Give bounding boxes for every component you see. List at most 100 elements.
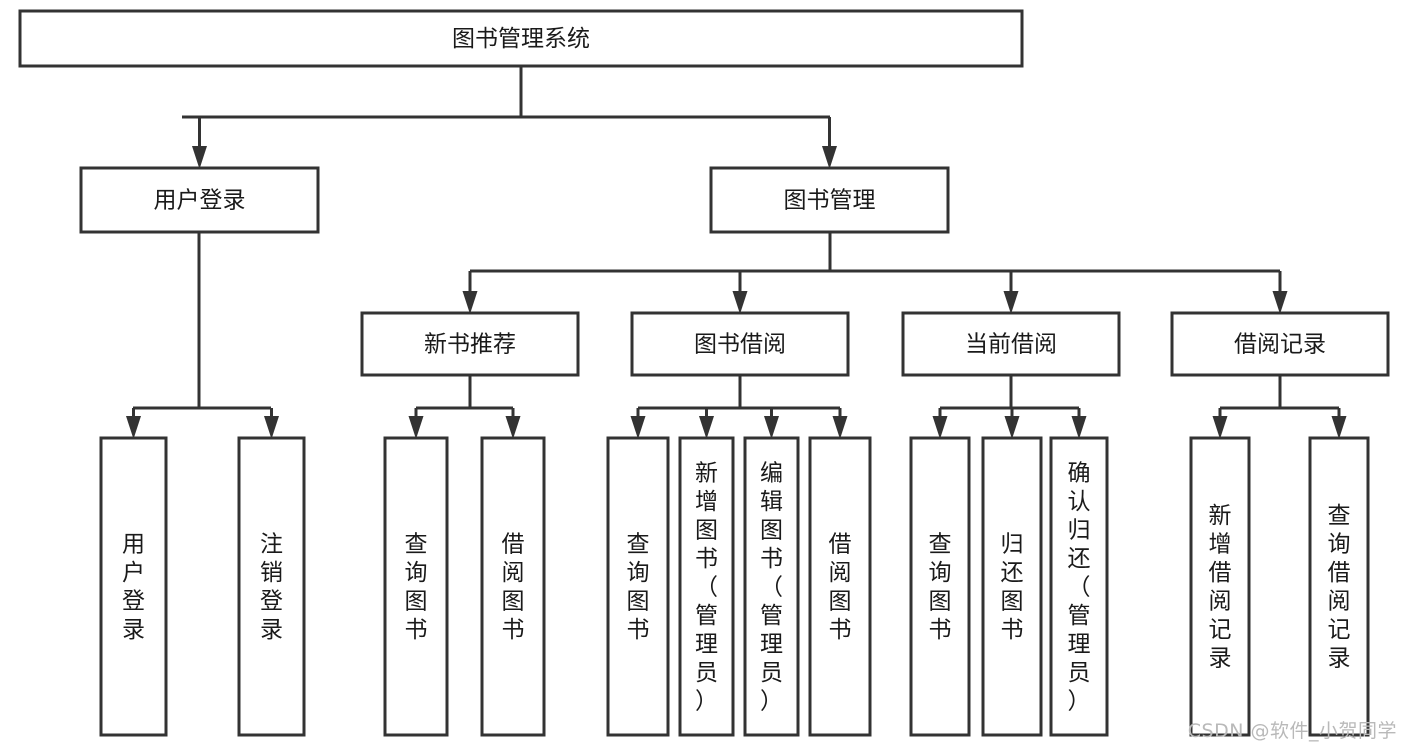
- node-box[interactable]: [237, 436, 306, 737]
- node-box[interactable]: [909, 436, 971, 737]
- arrow-head-icon: [126, 416, 141, 439]
- edge-book-borrow-to-leaf-edit-book: [764, 408, 779, 439]
- node-box[interactable]: [99, 436, 168, 737]
- connector-group: [416, 375, 513, 410]
- arrow-head-icon: [505, 416, 521, 439]
- node-user-login[interactable]: 用户登录: [79, 166, 320, 234]
- connector-group: [182, 66, 830, 119]
- edge-book-manage-to-borrow-record: [1272, 271, 1288, 314]
- arrow-head-icon: [1272, 291, 1288, 314]
- node-box[interactable]: [678, 436, 735, 737]
- node-leaf-query-book-cb[interactable]: 查询图书: [909, 436, 971, 737]
- node-leaf-user-login[interactable]: 用户登录: [99, 436, 168, 737]
- node-label: 图书管理: [784, 188, 876, 214]
- edge-root-to-book-manage: [822, 117, 837, 169]
- node-leaf-borrow-book-rec[interactable]: 借阅图书: [480, 436, 546, 737]
- node-current-borrow[interactable]: 当前借阅: [901, 311, 1121, 377]
- node-label: 新书推荐: [424, 332, 516, 358]
- arrow-head-icon: [630, 416, 646, 439]
- edge-current-borrow-to-leaf-return-book: [1004, 408, 1020, 439]
- arrow-head-icon: [832, 416, 848, 439]
- node-label: 归还图书: [1001, 532, 1024, 644]
- arrow-head-icon: [1071, 416, 1087, 439]
- node-box[interactable]: [480, 436, 546, 737]
- node-box[interactable]: [1189, 436, 1251, 737]
- edge-borrow-record-to-leaf-query-record: [1331, 408, 1347, 439]
- node-label: 编辑图书（管理员）: [760, 460, 783, 714]
- node-root[interactable]: 图书管理系统: [18, 9, 1024, 68]
- node-book-borrow[interactable]: 图书借阅: [630, 311, 850, 377]
- node-box[interactable]: [808, 436, 872, 737]
- node-box[interactable]: [743, 436, 800, 737]
- connector-group: [133, 232, 271, 410]
- node-leaf-add-record[interactable]: 新增借阅记录: [1189, 436, 1251, 737]
- node-leaf-query-book-rec[interactable]: 查询图书: [383, 436, 449, 737]
- node-box[interactable]: [1170, 311, 1390, 377]
- edge-book-borrow-to-leaf-query-book-bb: [630, 408, 646, 439]
- arrow-head-icon: [1003, 291, 1019, 314]
- node-box[interactable]: [1308, 436, 1370, 737]
- arrow-head-icon: [462, 291, 478, 314]
- node-box[interactable]: [383, 436, 449, 737]
- node-label: 图书借阅: [694, 332, 786, 358]
- arrow-head-icon: [192, 146, 207, 169]
- edge-book-borrow-to-leaf-borrow-book-bb: [832, 408, 848, 439]
- connector-group: [638, 375, 840, 410]
- connector-group: [940, 375, 1079, 410]
- node-leaf-logout[interactable]: 注销登录: [237, 436, 306, 737]
- edge-user-login-to-leaf-user-login: [126, 408, 141, 439]
- edge-new-book-rec-to-leaf-borrow-book-rec: [505, 408, 521, 439]
- node-leaf-add-book[interactable]: 新增图书（管理员）: [678, 436, 735, 737]
- edge-book-manage-to-new-book-rec: [462, 271, 478, 314]
- node-box[interactable]: [79, 166, 320, 234]
- csdn-watermark: CSDN @软件_小贺同学: [1187, 720, 1397, 742]
- node-leaf-query-record[interactable]: 查询借阅记录: [1308, 436, 1370, 737]
- connector-layer: [126, 66, 1347, 439]
- node-label: 用户登录: [122, 532, 145, 644]
- node-box[interactable]: [18, 9, 1024, 68]
- node-label: 当前借阅: [965, 332, 1057, 358]
- arrow-head-icon: [932, 416, 948, 439]
- arrow-head-icon: [1004, 416, 1020, 439]
- connector-group: [470, 232, 1280, 273]
- node-leaf-confirm-return[interactable]: 确认归还（管理员）: [1049, 436, 1109, 737]
- arrow-head-icon: [732, 291, 748, 314]
- node-label: 注销登录: [260, 532, 283, 644]
- edge-book-borrow-to-leaf-add-book: [699, 408, 714, 439]
- edge-user-login-to-leaf-logout: [264, 408, 279, 439]
- node-box[interactable]: [981, 436, 1043, 737]
- node-box[interactable]: [1049, 436, 1109, 737]
- edge-new-book-rec-to-leaf-query-book-rec: [408, 408, 424, 439]
- node-new-book-rec[interactable]: 新书推荐: [360, 311, 580, 377]
- arrow-head-icon: [1331, 416, 1347, 439]
- node-label: 用户登录: [154, 188, 246, 214]
- node-box[interactable]: [606, 436, 670, 737]
- node-box[interactable]: [709, 166, 950, 234]
- node-leaf-borrow-book-bb[interactable]: 借阅图书: [808, 436, 872, 737]
- node-box[interactable]: [360, 311, 580, 377]
- edge-book-manage-to-book-borrow: [732, 271, 748, 314]
- arrow-head-icon: [764, 416, 779, 439]
- node-layer: 图书管理系统用户登录图书管理新书推荐图书借阅当前借阅借阅记录用户登录注销登录查询…: [18, 9, 1390, 737]
- node-leaf-edit-book[interactable]: 编辑图书（管理员）: [743, 436, 800, 737]
- arrow-head-icon: [408, 416, 424, 439]
- arrow-head-icon: [822, 146, 837, 169]
- node-box[interactable]: [901, 311, 1121, 377]
- node-book-manage[interactable]: 图书管理: [709, 166, 950, 234]
- node-borrow-record[interactable]: 借阅记录: [1170, 311, 1390, 377]
- node-leaf-query-book-bb[interactable]: 查询图书: [606, 436, 670, 737]
- arrow-head-icon: [1212, 416, 1228, 439]
- node-label: 新增图书（管理员）: [695, 460, 718, 714]
- node-leaf-return-book[interactable]: 归还图书: [981, 436, 1043, 737]
- node-box[interactable]: [630, 311, 850, 377]
- edge-book-manage-to-current-borrow: [1003, 271, 1019, 314]
- node-label: 查询图书: [405, 532, 428, 644]
- node-label: 查询图书: [929, 532, 952, 644]
- connector-group: [1220, 375, 1339, 410]
- arrow-head-icon: [264, 416, 279, 439]
- edge-current-borrow-to-leaf-confirm-return: [1071, 408, 1087, 439]
- edge-borrow-record-to-leaf-add-record: [1212, 408, 1228, 439]
- node-label: 借阅记录: [1234, 332, 1326, 358]
